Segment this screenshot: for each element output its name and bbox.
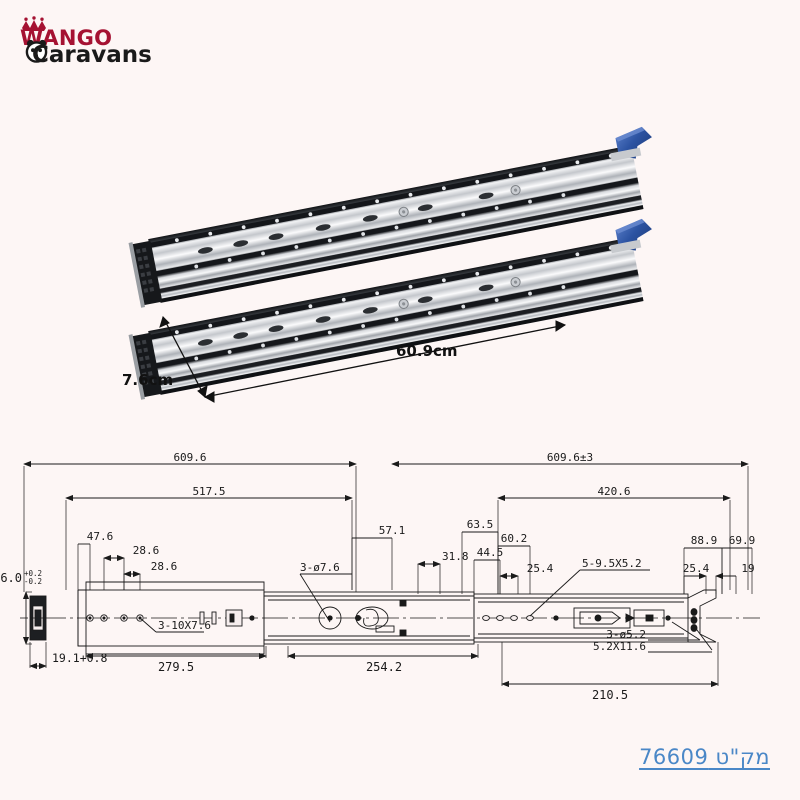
dim-section-height: 76.0 +0.2 -0.2 [0, 569, 42, 645]
dim-overall-right: 609.6±3 [391, 451, 749, 590]
dim-19: 19 [715, 562, 755, 594]
dim-label-19-1: 19.1+0.8 [52, 651, 107, 665]
slide-end-bracket-lower [128, 333, 162, 400]
dim-label-3-dia-5-2: 3-ø5.2 [606, 628, 646, 641]
dim-label-25-4-left: 25.4 [527, 562, 554, 575]
dim-label-57-1: 57.1 [379, 524, 406, 537]
dim-overall-left: 609.6 [23, 451, 357, 592]
dim-label-44-5: 44.5 [477, 546, 504, 559]
dim-210-5: 210.5 [501, 642, 719, 702]
slide-end-bracket-upper [128, 241, 162, 308]
dim-label-5-9-5x5-2: 5-9.5X5.2 [582, 557, 642, 570]
dim-label-254-2: 254.2 [366, 660, 402, 674]
dim-label-47-6: 47.6 [87, 530, 114, 543]
slide-profile-outline [40, 581, 760, 655]
dim-254-2: 254.2 [287, 644, 479, 674]
mounting-holes-left [86, 609, 255, 627]
dim-label-76-0: 76.0 [0, 571, 22, 585]
dim-279-5: 279.5 [85, 646, 267, 674]
dim-60-2: 60.2 [497, 532, 531, 594]
photo-length-label: 60.9cm [396, 342, 458, 360]
technical-drawing: 609.6 609.6±3 517.5 [0, 440, 800, 720]
dim-label-31-8: 31.8 [442, 550, 469, 563]
slide-lower [128, 218, 652, 400]
brand-logo: WANGO Caravans [14, 14, 174, 74]
crown-icon [22, 16, 46, 31]
callout-3-10x7-6: 3-10X7.6 [139, 617, 211, 633]
dim-label-279-5: 279.5 [158, 660, 194, 674]
dim-label-88-9: 88.9 [691, 534, 718, 547]
end-section-view [20, 595, 47, 641]
dim-label-609-6-left: 609.6 [173, 451, 206, 464]
middle-member-features [318, 599, 407, 637]
dim-label-25-4-right: 25.4 [683, 562, 710, 575]
dim-label-tol-lower: -0.2 [24, 577, 42, 586]
dim-25-4-left: 25.4 [499, 562, 554, 594]
dim-57-1: 57.1 [351, 524, 406, 590]
technical-drawing-svg: 609.6 609.6±3 517.5 [0, 451, 760, 702]
dim-label-517-5: 517.5 [192, 485, 225, 498]
mounting-holes-right [482, 607, 698, 632]
product-photo [110, 95, 690, 415]
dim-label-28-6-b: 28.6 [151, 560, 178, 573]
panda-face-icon [25, 39, 48, 63]
dim-label-69-9: 69.9 [729, 534, 756, 547]
dim-label-60-2: 60.2 [501, 532, 528, 545]
brand-name-bottom: Caravans [32, 42, 152, 68]
slide-upper [128, 126, 652, 308]
dim-63-5: 63.5 [461, 518, 499, 594]
height-dimension-arrow [159, 316, 208, 398]
callout-5-2x11-6: 5.2X11.6 [593, 625, 713, 653]
dim-label-420-6: 420.6 [597, 485, 630, 498]
dim-label-609-6-right: 609.6±3 [547, 451, 593, 464]
dim-69-9: 69.9 [721, 534, 756, 594]
dim-label-63-5: 63.5 [467, 518, 494, 531]
dim-label-28-6-a: 28.6 [133, 544, 160, 557]
product-photo-svg [128, 126, 652, 403]
dim-label-3-10x7-6: 3-10X7.6 [158, 619, 211, 632]
dim-label-tol-upper: +0.2 [24, 569, 42, 578]
dim-label-19: 19 [741, 562, 754, 575]
dim-47-6: 47.6 [77, 530, 114, 590]
dim-25-4-right: 25.4 [683, 562, 710, 594]
callout-3-dia-7-6: 3-ø7.6 [299, 561, 352, 623]
callout-3-dia-5-2: 3-ø5.2 [606, 621, 701, 641]
photo-dimension-arrows [159, 316, 567, 403]
sku-label[interactable]: מק"ט 76609 [639, 745, 770, 769]
brand-logo-svg: WANGO Caravans [20, 16, 152, 68]
dim-31-8: 31.8 [417, 550, 469, 594]
dim-label-5-2x11-6: 5.2X11.6 [593, 640, 646, 653]
dim-label-3-dia-7-6: 3-ø7.6 [300, 561, 340, 574]
length-dimension-arrow [203, 320, 567, 403]
dim-28-6-b: 28.6 [123, 560, 178, 590]
callout-5-9-5x5-2: 5-9.5X5.2 [529, 557, 650, 617]
photo-height-label: 7.6cm [122, 371, 174, 389]
dim-44-5: 44.5 [473, 546, 504, 594]
dim-label-210-5: 210.5 [592, 688, 628, 702]
